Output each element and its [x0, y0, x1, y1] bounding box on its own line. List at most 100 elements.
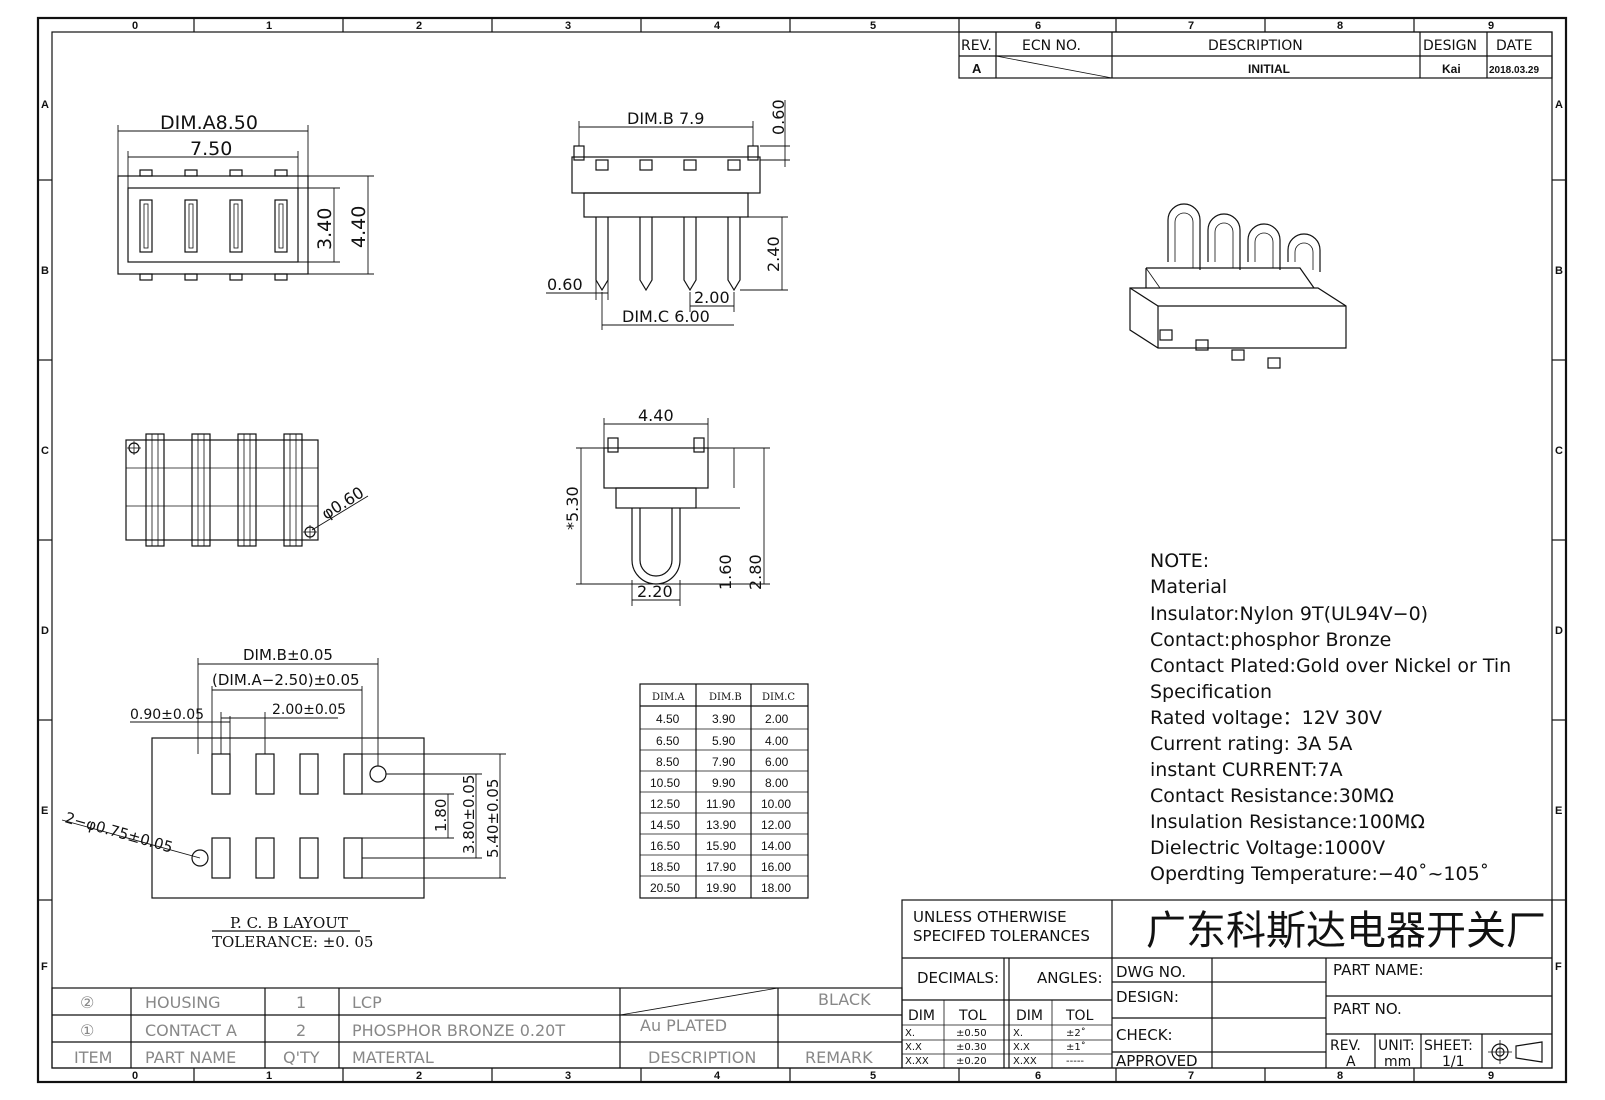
- dim-table-cell: 6.50: [656, 734, 680, 748]
- base-label: 2.20: [637, 582, 673, 601]
- dim-table-cell: 17.90: [706, 860, 736, 874]
- tb-approved: APPROVED: [1116, 1052, 1198, 1070]
- tb-sheet-label: SHEET:: [1424, 1038, 1473, 1054]
- width-inner-label: 7.50: [190, 138, 232, 160]
- tb-angle-tol: -----: [1066, 1056, 1084, 1067]
- height-outer-label: 4.40: [348, 206, 370, 248]
- bom-qty: 2: [296, 1021, 306, 1040]
- design-header: DESIGN: [1423, 38, 1477, 54]
- bottom-view: φ0.60: [125, 433, 369, 547]
- dim-table-cell: 12.50: [650, 797, 680, 811]
- tb-tol: TOL: [1065, 1008, 1094, 1024]
- bom-header: ITEM: [74, 1048, 112, 1067]
- h2-label: 2.80: [746, 554, 765, 590]
- tb-angle-dim: X.X: [1013, 1042, 1030, 1053]
- dim-table: DIM.A DIM.B DIM.C 4.50 3.90 2.00 6.50 5.…: [639, 683, 809, 899]
- dim-table-cell: 18.50: [650, 860, 680, 874]
- bom-part-name: HOUSING: [145, 993, 221, 1012]
- note-line: NOTE:: [1150, 550, 1209, 572]
- bom-header: PART NAME: [145, 1048, 236, 1067]
- zone-col-top: 0: [132, 20, 138, 32]
- revision-block: REV. ECN NO. DESCRIPTION DESIGN DATE A I…: [958, 31, 1553, 79]
- zone-col-top: 7: [1188, 20, 1194, 32]
- pcb-pad-width-label: 0.90±0.05: [130, 707, 204, 723]
- zone-col-bottom: 0: [132, 1070, 138, 1082]
- dim-table-cell: 12.00: [761, 818, 791, 832]
- zone-col-top: 6: [1035, 20, 1041, 32]
- tb-unit-label: UNIT:: [1378, 1038, 1415, 1054]
- tb-dim: DIM: [908, 1008, 935, 1024]
- dim-a-label: DIM.A8.50: [160, 112, 258, 134]
- ecn-header: ECN NO.: [1022, 38, 1081, 54]
- dim-table-cell: 18.00: [761, 881, 791, 895]
- dim-table-cell: 14.50: [650, 818, 680, 832]
- zone-row-right: E: [1555, 805, 1562, 817]
- tb-part-name: PART NAME:: [1333, 961, 1424, 979]
- zone-row-right: B: [1555, 265, 1563, 277]
- bom-header: REMARK: [805, 1048, 873, 1067]
- total-height-label: *5.30: [563, 486, 582, 530]
- tb-angle-tol: ±1˚: [1066, 1041, 1086, 1053]
- bom-header: Q'TY: [283, 1048, 320, 1067]
- zone-col-bottom: 3: [565, 1070, 571, 1082]
- zone-row-left: E: [41, 805, 48, 817]
- dim-table-cell: 9.90: [712, 776, 736, 790]
- description-value: INITIAL: [1248, 62, 1290, 76]
- zone-col-bottom: 2: [416, 1070, 422, 1082]
- dim-table-cell: 10.00: [761, 797, 791, 811]
- zone-col-top: 8: [1337, 20, 1343, 32]
- tb-angle-tol: ±2˚: [1066, 1027, 1086, 1039]
- outer-frame: [36, 16, 1568, 1084]
- tb-decimal-dim: X.X: [905, 1042, 922, 1053]
- zone-col-bottom: 8: [1337, 1070, 1343, 1082]
- tb-unless: UNLESS OTHERWISE: [913, 908, 1067, 926]
- bom-description: Au PLATED: [640, 1016, 727, 1035]
- zone-col-top: 1: [266, 20, 272, 32]
- pcb-dim-a-label: (DIM.A−2.50)±0.05: [212, 671, 360, 689]
- zone-col-top: 4: [714, 20, 721, 32]
- design-value: Kai: [1442, 62, 1461, 76]
- zone-col-bottom: 4: [714, 1070, 721, 1082]
- dim-table-cell: 4.50: [656, 712, 680, 726]
- bom-header: MATERTAL: [352, 1048, 434, 1067]
- bom-header: DESCRIPTION: [648, 1048, 756, 1067]
- note-line: Material: [1150, 576, 1227, 598]
- zone-row-right: F: [1555, 961, 1562, 973]
- dim-table-header: DIM.B: [709, 692, 742, 703]
- tb-sheet-value: 1/1: [1442, 1054, 1465, 1070]
- dim-table-header: DIM.A: [652, 692, 685, 703]
- pin-width-label: 0.60: [547, 275, 583, 294]
- pcb-tolerance: TOLERANCE: ±0. 05: [212, 933, 373, 951]
- zone-row-left: F: [41, 961, 48, 973]
- zone-ticks: [38, 18, 1566, 1082]
- note-line: Contact Plated:Gold over Nickel or Tin: [1150, 655, 1511, 677]
- bom-remark: BLACK: [818, 990, 871, 1009]
- pcb-holes-label: 2−φ0.75±0.05: [63, 809, 175, 857]
- tb-design: DESIGN:: [1116, 988, 1179, 1006]
- note-line: instant CURRENT:7A: [1150, 759, 1343, 781]
- pcb-h-inner-label: 3.80±0.05: [460, 775, 478, 854]
- dim-table-cell: 16.50: [650, 839, 680, 853]
- bom-item: ②: [80, 993, 94, 1012]
- bom-qty: 1: [296, 993, 306, 1012]
- dim-table-cell: 8.50: [656, 755, 680, 769]
- pcb-layout: DIM.B±0.05 (DIM.A−2.50)±0.05 2.00±0.05 0…: [61, 646, 506, 951]
- note-line: Contact:phosphor Bronze: [1150, 629, 1391, 651]
- zone-row-left: D: [41, 625, 49, 637]
- dim-table-cell: 10.50: [650, 776, 680, 790]
- hole-label: φ0.60: [318, 483, 367, 524]
- title-block: UNLESS OTHERWISE SPECIFED TOLERANCES 广东科…: [901, 899, 1553, 1070]
- zone-col-top: 3: [565, 20, 571, 32]
- dim-table-cell: 20.50: [650, 881, 680, 895]
- tb-angles: ANGLES:: [1037, 969, 1103, 987]
- dim-c-label: DIM.C 6.00: [622, 307, 710, 326]
- zone-labels: 0 1 2 3 4 5 6 7 8 9 0 1 2 3 4 5 6 7 8 9 …: [41, 20, 1563, 1082]
- zone-row-left: B: [41, 265, 49, 277]
- tb-tol: TOL: [958, 1008, 987, 1024]
- pcb-dim-b-label: DIM.B±0.05: [243, 646, 333, 664]
- note-line: Rated voltage：12V 30V: [1150, 707, 1382, 729]
- zone-row-right: C: [1555, 445, 1563, 457]
- rev-value: A: [972, 61, 982, 76]
- notes: NOTE: Material Insulator:Nylon 9T(UL94V−…: [1150, 550, 1511, 885]
- dim-table-cell: 14.00: [761, 839, 791, 853]
